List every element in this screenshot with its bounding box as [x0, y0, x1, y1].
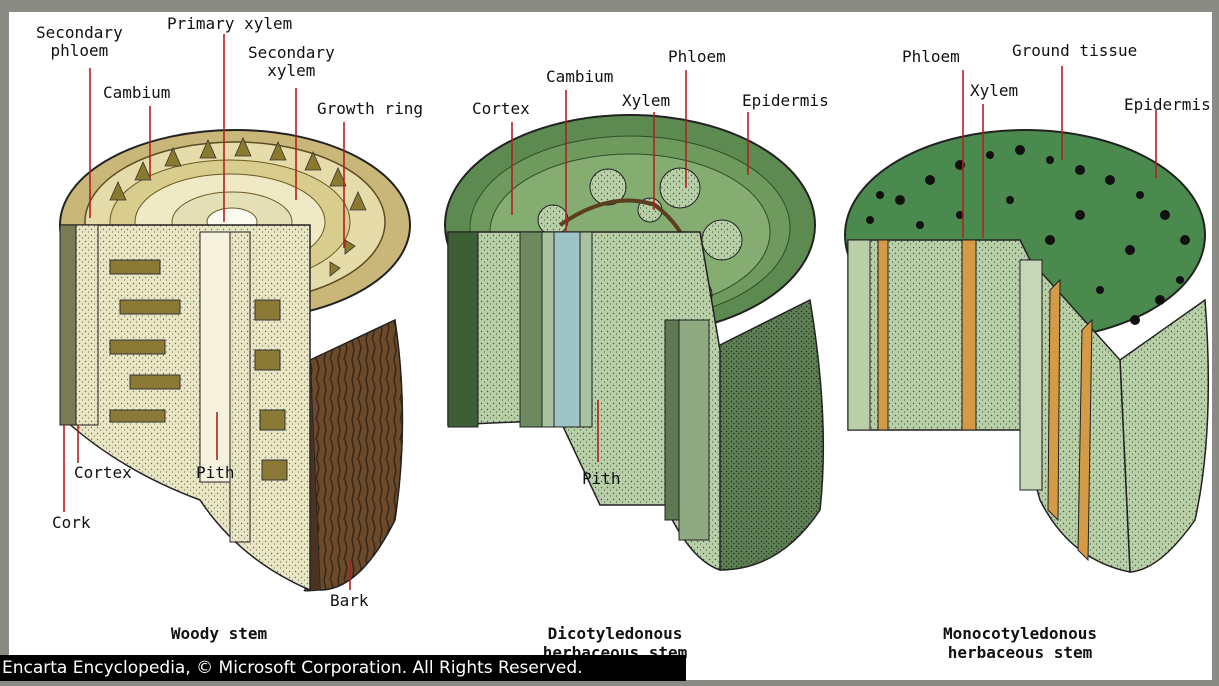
label-secondary-xylem: Secondary xylem	[248, 44, 335, 80]
label-xylem-monocot: Xylem	[970, 82, 1018, 100]
label-bark: Bark	[330, 592, 369, 610]
label-cortex-woody: Cortex	[74, 464, 132, 482]
label-cambium-woody: Cambium	[103, 84, 170, 102]
label-primary-xylem: Primary xylem	[167, 15, 292, 33]
label-phloem-monocot: Phloem	[902, 48, 960, 66]
label-phloem-dicot: Phloem	[668, 48, 726, 66]
label-pith-dicot: Pith	[582, 470, 621, 488]
copyright-bar: Encarta Encyclopedia, © Microsoft Corpor…	[0, 655, 686, 681]
caption-woody-stem: Woody stem	[138, 624, 300, 643]
label-growth-ring: Growth ring	[317, 100, 423, 118]
label-pith-woody: Pith	[196, 464, 235, 482]
label-xylem-dicot: Xylem	[622, 92, 670, 110]
label-cortex-dicot: Cortex	[472, 100, 530, 118]
label-cambium-dicot: Cambium	[546, 68, 613, 86]
monocot-stem-illustration	[845, 130, 1208, 572]
label-ground-tissue: Ground tissue	[1012, 42, 1137, 60]
label-epidermis-monocot: Epidermis	[1124, 96, 1211, 114]
woody-stem-illustration	[60, 130, 410, 591]
label-epidermis-dicot: Epidermis	[742, 92, 829, 110]
label-cork: Cork	[52, 514, 91, 532]
caption-monocot-stem: Monocotyledonous herbaceous stem	[895, 624, 1145, 662]
label-secondary-phloem: Secondary phloem	[36, 24, 123, 60]
dicot-stem-illustration	[445, 115, 823, 570]
